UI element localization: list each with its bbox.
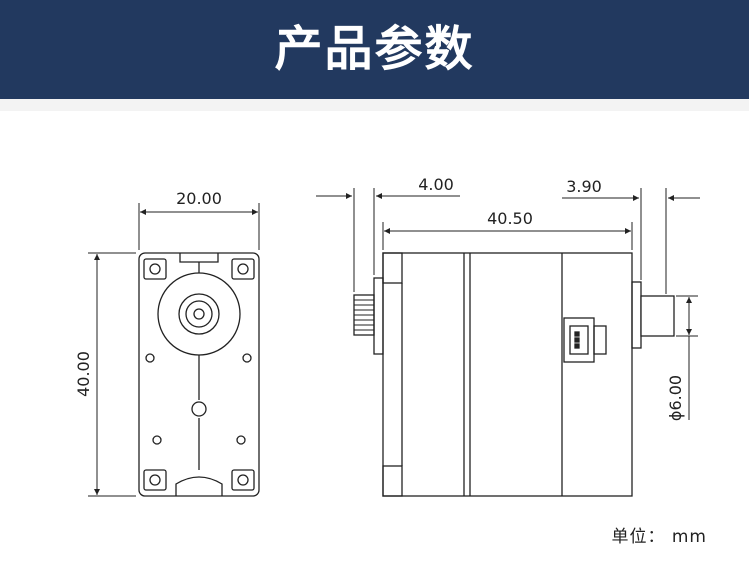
mount-hole-br <box>237 474 249 486</box>
side-body-outline <box>382 252 633 497</box>
output-gear-inner <box>185 300 213 328</box>
connector-pin-1 <box>574 331 580 337</box>
dim-front-width <box>138 203 260 250</box>
dim-label-body-length: 40.50 <box>487 209 533 228</box>
top-notch <box>179 253 219 263</box>
output-shaft-hole <box>193 308 205 320</box>
corner-tab-br <box>231 469 255 491</box>
side-view <box>353 252 675 497</box>
dim-shaft-diameter <box>676 295 698 420</box>
bottom-notch <box>175 476 223 496</box>
screw-hole-mr <box>242 353 252 363</box>
side-tab-top <box>382 252 403 284</box>
mount-hole-tl <box>149 263 161 275</box>
dim-label-rear-offset: 3.90 <box>566 177 602 196</box>
dim-shaft-offset <box>316 188 460 292</box>
dim-front-height <box>88 252 136 497</box>
front-flange <box>373 277 384 355</box>
output-gear-outer <box>178 293 220 335</box>
unit-label: 单位： mm <box>611 527 707 547</box>
dim-rear-offset <box>562 188 700 294</box>
center-boss <box>191 401 207 417</box>
connector-pin-3 <box>574 343 580 349</box>
rear-shaft <box>640 295 675 337</box>
dim-label-shaft-diameter: ϕ6.00 <box>666 375 685 421</box>
corner-tab-bl <box>143 469 167 491</box>
header-bar: 产品参数 <box>0 0 749 99</box>
rear-cap <box>631 281 642 349</box>
corner-tab-tr <box>231 258 255 280</box>
dim-label-shaft-offset: 4.00 <box>418 175 454 194</box>
front-view <box>138 252 260 497</box>
screw-hole-lr <box>236 435 246 445</box>
dim-label-front-height: 40.00 <box>74 351 93 397</box>
dim-label-front-width: 20.00 <box>176 189 222 208</box>
page-title: 产品参数 <box>274 21 475 77</box>
connector-latch <box>593 325 607 355</box>
side-tab-bottom <box>382 465 403 497</box>
connector-inner <box>569 325 589 355</box>
input-gear-teeth <box>354 299 374 331</box>
screw-hole-ll <box>152 435 162 445</box>
screw-hole-ml <box>145 353 155 363</box>
front-body-outline <box>138 252 260 497</box>
mount-hole-tr <box>237 263 249 275</box>
connector-pin-2 <box>574 337 580 343</box>
header-shadow-band <box>0 99 749 111</box>
mount-hole-bl <box>149 474 161 486</box>
output-housing <box>157 272 241 356</box>
corner-tab-tl <box>143 258 167 280</box>
dim-body-length <box>382 222 633 250</box>
